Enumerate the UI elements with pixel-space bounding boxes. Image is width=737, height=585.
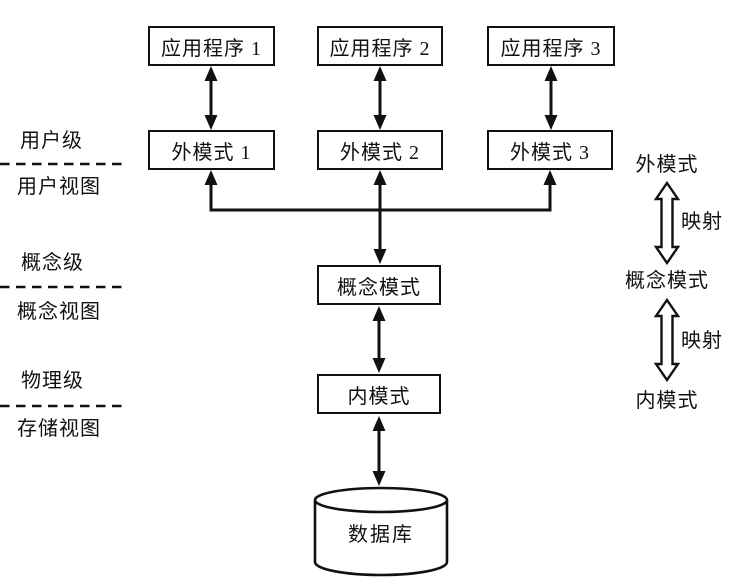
mapping-arrows bbox=[653, 180, 681, 383]
mapping-label-bottom: 映射 bbox=[681, 330, 723, 352]
external-schema-box-3: 外模式 3 bbox=[487, 130, 613, 170]
level-divider-dashed-lines bbox=[0, 162, 126, 408]
application-box-3: 应用程序 3 bbox=[487, 26, 615, 66]
arrowhead-down bbox=[372, 471, 386, 486]
database-label: 数据库 bbox=[348, 523, 414, 546]
cylinder-body bbox=[313, 500, 449, 577]
arrowhead-up bbox=[543, 170, 557, 185]
conceptual-to-internal-arrow bbox=[372, 306, 386, 373]
conceptual-schema-box: 概念模式 bbox=[317, 265, 441, 305]
view-label-user: 用户视图 bbox=[17, 176, 101, 198]
arrowhead-up bbox=[204, 66, 218, 81]
arrowhead-down bbox=[372, 358, 386, 373]
database-cylinder bbox=[313, 486, 449, 577]
mapping-label-top: 映射 bbox=[681, 211, 723, 233]
arrowhead-up bbox=[373, 66, 387, 81]
arrowhead-up bbox=[373, 170, 387, 185]
mapping-arrow-conceptual-internal bbox=[653, 297, 681, 383]
external-to-conceptual-connector bbox=[204, 170, 557, 264]
level-label-user: 用户级 bbox=[20, 130, 83, 152]
internal-to-database-arrow bbox=[372, 416, 386, 486]
view-label-storage: 存储视图 bbox=[17, 418, 101, 440]
mapping-internal-schema-label: 内模式 bbox=[635, 390, 699, 412]
arrowhead-down bbox=[204, 115, 218, 130]
mapping-external-schema-label: 外模式 bbox=[635, 154, 699, 176]
mapping-arrow-external-conceptual bbox=[653, 180, 681, 266]
external-schema-box-1: 外模式 1 bbox=[148, 130, 275, 170]
application-box-2: 应用程序 2 bbox=[317, 26, 443, 66]
internal-schema-box: 内模式 bbox=[317, 374, 441, 414]
external-schema-box-2: 外模式 2 bbox=[317, 130, 443, 170]
arrowhead-up bbox=[372, 416, 386, 431]
app-to-external-arrows bbox=[204, 66, 558, 130]
arrowhead-down bbox=[544, 115, 558, 130]
application-box-1: 应用程序 1 bbox=[148, 26, 275, 66]
arrowhead-down bbox=[373, 115, 387, 130]
cylinder-top bbox=[313, 486, 449, 514]
arrowhead-up bbox=[372, 306, 386, 321]
level-label-physical: 物理级 bbox=[21, 370, 84, 392]
arrowhead-up bbox=[204, 170, 218, 185]
mapping-conceptual-schema-label: 概念模式 bbox=[625, 270, 709, 292]
arrowhead-down bbox=[373, 249, 387, 264]
view-label-concept: 概念视图 bbox=[17, 301, 101, 323]
arrowhead-up bbox=[544, 66, 558, 81]
level-label-concept: 概念级 bbox=[21, 252, 84, 274]
